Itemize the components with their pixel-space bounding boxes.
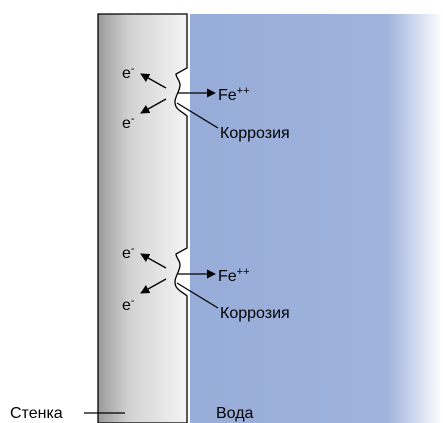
corrosion-label-top: Коррозия <box>220 125 290 142</box>
corrosion-label-bottom: Коррозия <box>220 305 290 322</box>
electron-label-top-1: e- <box>122 63 135 82</box>
iron-ion-label-bottom: Fe++ <box>218 266 250 285</box>
electron-arrow-up-top <box>140 73 167 89</box>
iron-ion-label-top: Fe++ <box>218 85 250 104</box>
electron-label-bottom-1: e- <box>122 243 135 262</box>
wall-label: Стенка <box>10 405 63 422</box>
electron-arrow-down-top <box>140 98 167 114</box>
electron-arrow-up-bottom <box>140 253 167 269</box>
wall-region <box>97 13 188 423</box>
corrosion-leader-bottom <box>176 282 219 309</box>
electron-label-top-2: e- <box>122 113 135 132</box>
corrosion-leader-top <box>176 102 219 129</box>
water-region <box>190 14 443 423</box>
electron-arrow-down-bottom <box>140 278 167 294</box>
water-label: Вода <box>216 405 254 422</box>
electron-label-bottom-2: e- <box>122 295 135 314</box>
